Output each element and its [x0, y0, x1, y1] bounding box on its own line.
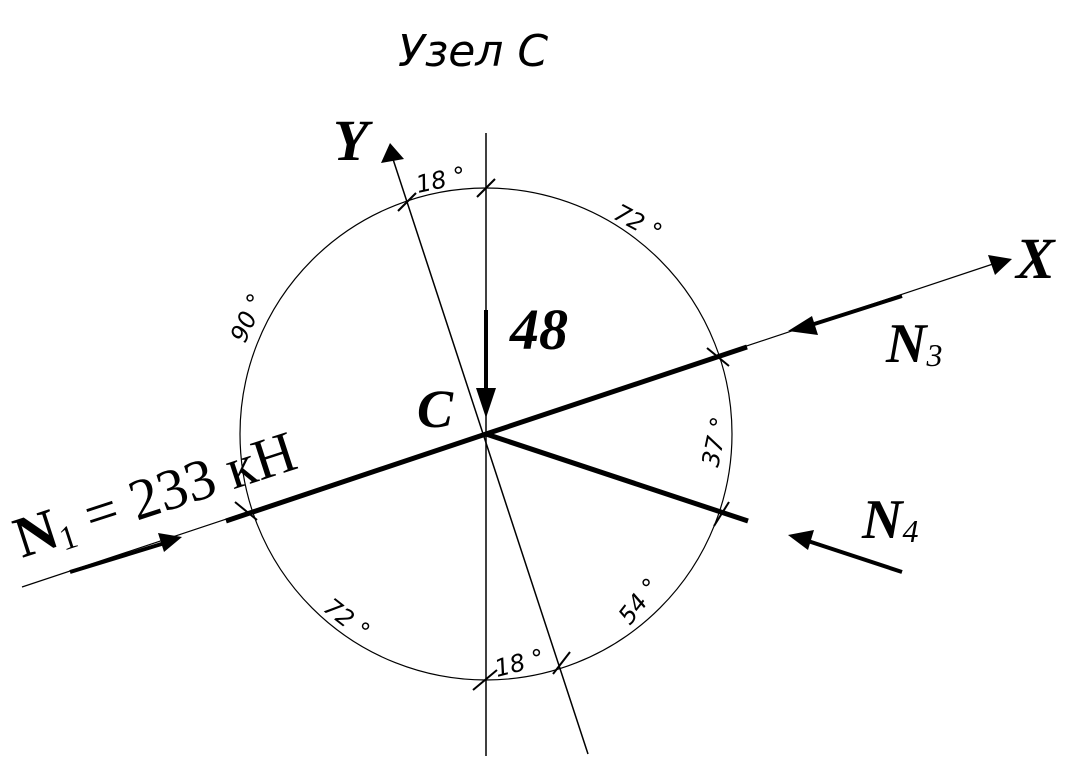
- n1-arrow: [69, 540, 169, 574]
- tick-top-y: [397, 192, 417, 212]
- bar-n4: [485, 431, 749, 524]
- y-axis-arrowhead: [381, 143, 404, 163]
- y-axis-label: Y: [333, 108, 373, 173]
- n4-subscript: 4: [902, 513, 918, 549]
- tick-marks: [234, 178, 730, 691]
- angle-bottom-small: 18 °: [492, 644, 547, 683]
- tick-top-vertical: [476, 178, 496, 198]
- y-axis-line: [389, 149, 589, 755]
- tick-bottom-y: [552, 651, 571, 675]
- n4-letter: N: [861, 489, 905, 551]
- n1-value: = 233 кН: [62, 418, 304, 552]
- n1-arrowhead: [158, 533, 182, 552]
- bar-n1: [225, 431, 487, 524]
- x-axis-arrowhead: [988, 255, 1012, 275]
- n3-letter: N: [885, 313, 929, 375]
- n1-label: N1 = 233 кН: [6, 418, 304, 571]
- svg-text:N1 = 233 кН: N1 = 233 кН: [6, 418, 304, 571]
- angle-top-right: 72 °: [609, 199, 666, 247]
- n3-arrowhead: [788, 316, 818, 335]
- n4-label: N4: [861, 489, 918, 551]
- angle-left: 90 °: [225, 289, 271, 346]
- diagram-title: Узел С: [398, 26, 548, 77]
- n3-subscript: 3: [925, 337, 942, 373]
- angle-top-small: 18 °: [413, 161, 468, 199]
- angle-bottom-left: 72 °: [318, 593, 375, 646]
- n3-label: N3: [885, 313, 942, 375]
- bar-n3: [485, 344, 748, 437]
- x-axis-label: X: [1014, 226, 1056, 291]
- n4-arrow: [807, 539, 903, 574]
- tick-right-n4: [713, 501, 730, 527]
- load-arrowhead: [476, 388, 496, 418]
- tick-right-n3: [706, 347, 730, 367]
- tick-left-n1: [234, 501, 258, 521]
- node-label: C: [417, 379, 454, 439]
- load-value: 48: [509, 297, 568, 362]
- n4-arrowhead: [788, 530, 814, 550]
- angle-right: 37 °: [696, 414, 734, 469]
- tick-bottom-vertical: [472, 669, 498, 691]
- angle-bottom-right: 54 °: [613, 573, 666, 630]
- n3-arrow: [807, 294, 903, 328]
